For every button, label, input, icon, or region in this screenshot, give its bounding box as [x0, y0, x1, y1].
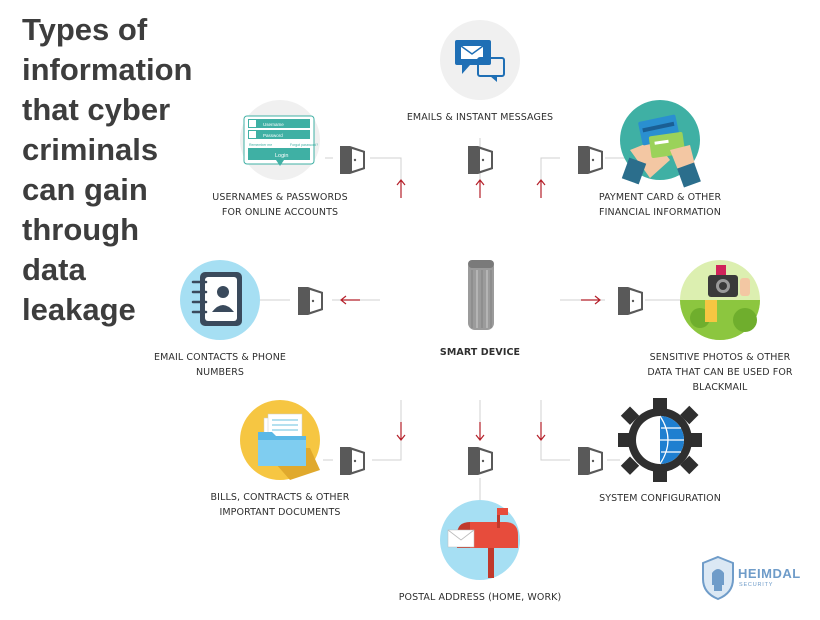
- label-line: FINANCIAL INFORMATION: [599, 207, 721, 218]
- door-icon: [340, 447, 365, 475]
- title-line: leakage: [22, 292, 136, 327]
- smart-device-label: SMART DEVICE: [420, 345, 540, 360]
- title-line: data: [22, 252, 86, 287]
- login-button-text: Login: [275, 153, 288, 159]
- label-line: PAYMENT CARD & OTHER: [598, 192, 722, 203]
- emails-icon: [440, 20, 520, 100]
- arrow-down-icon: [396, 422, 406, 441]
- postal-label: POSTAL ADDRESS (HOME, WORK): [370, 590, 590, 605]
- label-line: DATA THAT CAN BE USED FOR: [647, 367, 793, 378]
- label-line: POSTAL ADDRESS (HOME, WORK): [398, 592, 562, 603]
- label-line: SYSTEM CONFIGURATION: [599, 493, 721, 504]
- bills-label: BILLS, CONTRACTS & OTHER IMPORTANT DOCUM…: [180, 490, 380, 520]
- label-line: NUMBERS: [195, 367, 245, 378]
- arrow-up-icon: [396, 179, 406, 198]
- documents-folder-icon: [240, 400, 320, 480]
- door-icon: [578, 447, 603, 475]
- login-form-icon: Username Password Remember me Forgot pas…: [240, 100, 320, 180]
- heimdal-logo: HEIMDAL SECURITY: [700, 555, 810, 601]
- username-placeholder: Username: [263, 122, 284, 127]
- page-title: Types of information that cyber criminal…: [22, 10, 212, 330]
- leak-arrows: [340, 179, 601, 441]
- mailbox-icon: [440, 500, 520, 580]
- door-icon: [298, 287, 323, 315]
- title-line: criminals: [22, 132, 159, 167]
- payment-card-icon: [620, 100, 701, 188]
- gear-globe-icon: [618, 398, 702, 482]
- label-line: EMAIL CONTACTS & PHONE: [154, 352, 286, 363]
- arrow-right-icon: [581, 295, 601, 305]
- smart-device-icon: [468, 260, 494, 330]
- arrow-up-icon: [475, 179, 485, 198]
- arrow-up-icon: [536, 179, 546, 198]
- forgot-password-text: Forgot password?: [290, 143, 318, 147]
- door-icon: [340, 146, 365, 174]
- label-line: BILLS, CONTRACTS & OTHER: [210, 492, 350, 503]
- label-line: FOR ONLINE ACCOUNTS: [221, 207, 339, 218]
- arrow-down-icon: [536, 422, 546, 441]
- door-icon: [468, 447, 493, 475]
- contacts-label: EMAIL CONTACTS & PHONE NUMBERS: [120, 350, 320, 380]
- title-line: Types of: [22, 12, 148, 47]
- label-line: USERNAMES & PASSWORDS: [212, 192, 348, 203]
- contacts-book-icon: [180, 260, 260, 340]
- title-line: through: [22, 212, 140, 247]
- camera-photo-icon: [680, 260, 760, 340]
- label-line: SMART DEVICE: [439, 347, 521, 358]
- payment-label: PAYMENT CARD & OTHER FINANCIAL INFORMATI…: [560, 190, 760, 220]
- usernames-label: USERNAMES & PASSWORDS FOR ONLINE ACCOUNT…: [180, 190, 380, 220]
- arrow-left-icon: [340, 295, 360, 305]
- shield-icon: [702, 555, 734, 601]
- title-line: can gain: [22, 172, 148, 207]
- remember-me-text: Remember me: [249, 143, 272, 147]
- door-icon: [578, 146, 603, 174]
- title-line: information: [22, 52, 193, 87]
- emails-label: EMAILS & INSTANT MESSAGES: [380, 110, 580, 125]
- door-icon: [618, 287, 643, 315]
- brand-sub: SECURITY: [739, 582, 774, 588]
- photos-label: SENSITIVE PHOTOS & OTHER DATA THAT CAN B…: [620, 350, 820, 395]
- label-line: IMPORTANT DOCUMENTS: [219, 507, 341, 518]
- label-line: EMAILS & INSTANT MESSAGES: [406, 112, 554, 123]
- label-line: BLACKMAIL: [692, 382, 748, 393]
- title-line: that cyber: [22, 92, 171, 127]
- password-placeholder: Password: [263, 133, 283, 138]
- label-line: SENSITIVE PHOTOS & OTHER: [649, 352, 791, 363]
- brand-name: HEIMDAL: [738, 566, 801, 581]
- arrow-down-icon: [475, 422, 485, 441]
- door-icon: [468, 146, 493, 174]
- system-label: SYSTEM CONFIGURATION: [560, 491, 760, 506]
